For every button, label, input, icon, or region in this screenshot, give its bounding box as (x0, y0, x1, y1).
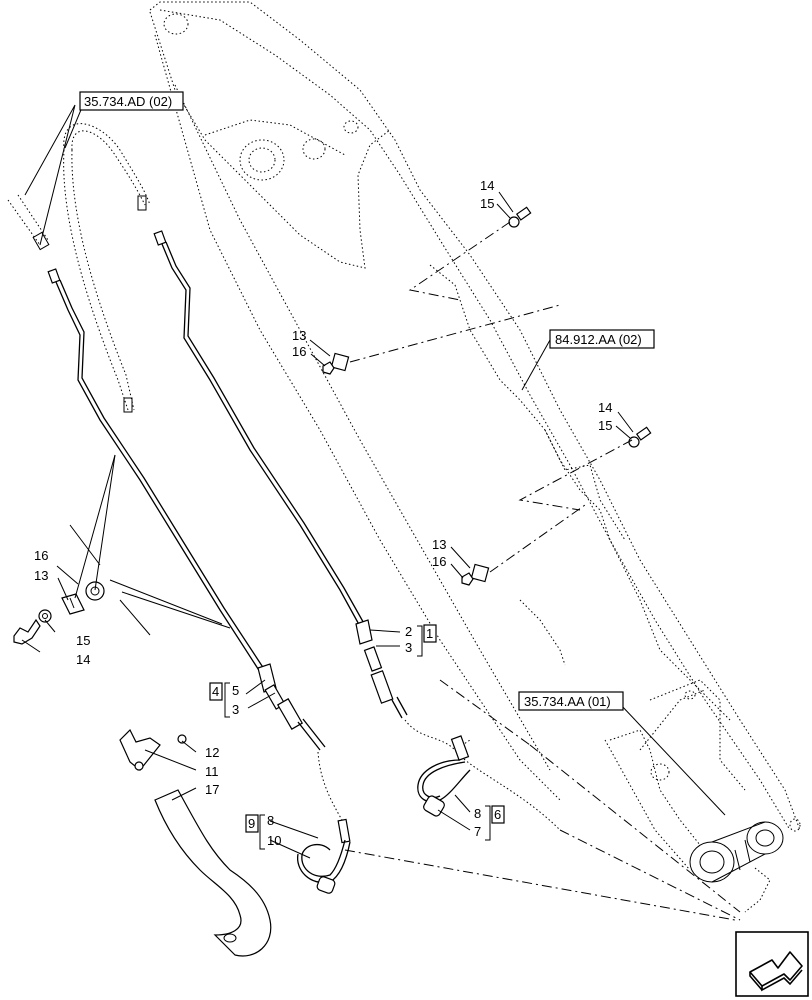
callout-14-top: 14 (480, 178, 494, 193)
right-tube (153, 230, 408, 719)
page-turn-arrow-icon[interactable] (735, 931, 809, 997)
ref-label-right: 84.912.AA (02) (555, 332, 642, 347)
callout-16-left: 16 (34, 548, 48, 563)
callouts: 14 15 13 16 14 15 13 16 16 13 15 14 2 3 … (34, 178, 612, 848)
callout-14-left: 14 (76, 652, 90, 667)
hose-lower (317, 719, 561, 844)
kit-bracket-4[interactable]: 4 (209, 682, 230, 718)
callout-7: 7 (474, 824, 481, 839)
callout-14-right: 14 (598, 400, 612, 415)
callout-13-mid: 13 (292, 328, 306, 343)
callout-12: 12 (205, 745, 219, 760)
bolt-upper (508, 206, 532, 228)
callout-5: 5 (232, 683, 239, 698)
mounting-lines (344, 221, 741, 921)
left-tube (47, 268, 326, 751)
callout-13-low: 13 (432, 537, 446, 552)
reference-box-top-left[interactable]: 35.734.AD (02) (79, 91, 184, 111)
clamp-upper (322, 352, 350, 375)
callout-15-top: 15 (480, 196, 494, 211)
callout-13-left: 13 (34, 568, 48, 583)
bolt-lower (628, 426, 652, 448)
callout-16-mid: 16 (292, 344, 306, 359)
callout-16-low: 16 (432, 554, 446, 569)
callout-11: 11 (205, 764, 219, 779)
callout-8-left: 8 (267, 813, 274, 828)
kit-label-9: 9 (248, 816, 255, 831)
hose-loop-8-10 (297, 839, 351, 894)
boom-outline (149, 1, 801, 913)
callout-15-right: 15 (598, 418, 612, 433)
ref-label-bottom: 35.734.AA (01) (524, 694, 611, 709)
callout-2: 2 (405, 624, 412, 639)
callout-3-left: 3 (232, 702, 239, 717)
reference-box-bottom[interactable]: 35.734.AA (01) (518, 691, 624, 711)
clamp-lower (461, 563, 490, 586)
ref-label-top-left: 35.734.AD (02) (84, 94, 172, 109)
hose-loop-7-8 (417, 759, 471, 817)
callout-10: 10 (267, 833, 281, 848)
bracket-11-12 (119, 728, 187, 771)
kit-bracket-9[interactable]: 9 (245, 814, 265, 850)
kit-bracket-6[interactable]: 6 (485, 805, 505, 841)
exploded-clamp (13, 581, 105, 645)
kit-label-4: 4 (212, 684, 219, 699)
protective-sleeve-17 (154, 789, 272, 957)
leader-lines (21, 104, 726, 859)
kit-label-6: 6 (494, 807, 501, 822)
callout-17: 17 (205, 782, 219, 797)
callout-15-left: 15 (76, 633, 90, 648)
kit-label-1: 1 (426, 626, 433, 641)
reference-box-right[interactable]: 84.912.AA (02) (549, 329, 655, 349)
kit-bracket-1[interactable]: 1 (417, 624, 437, 657)
callout-3-right: 3 (405, 640, 412, 655)
callout-8-right: 8 (474, 806, 481, 821)
